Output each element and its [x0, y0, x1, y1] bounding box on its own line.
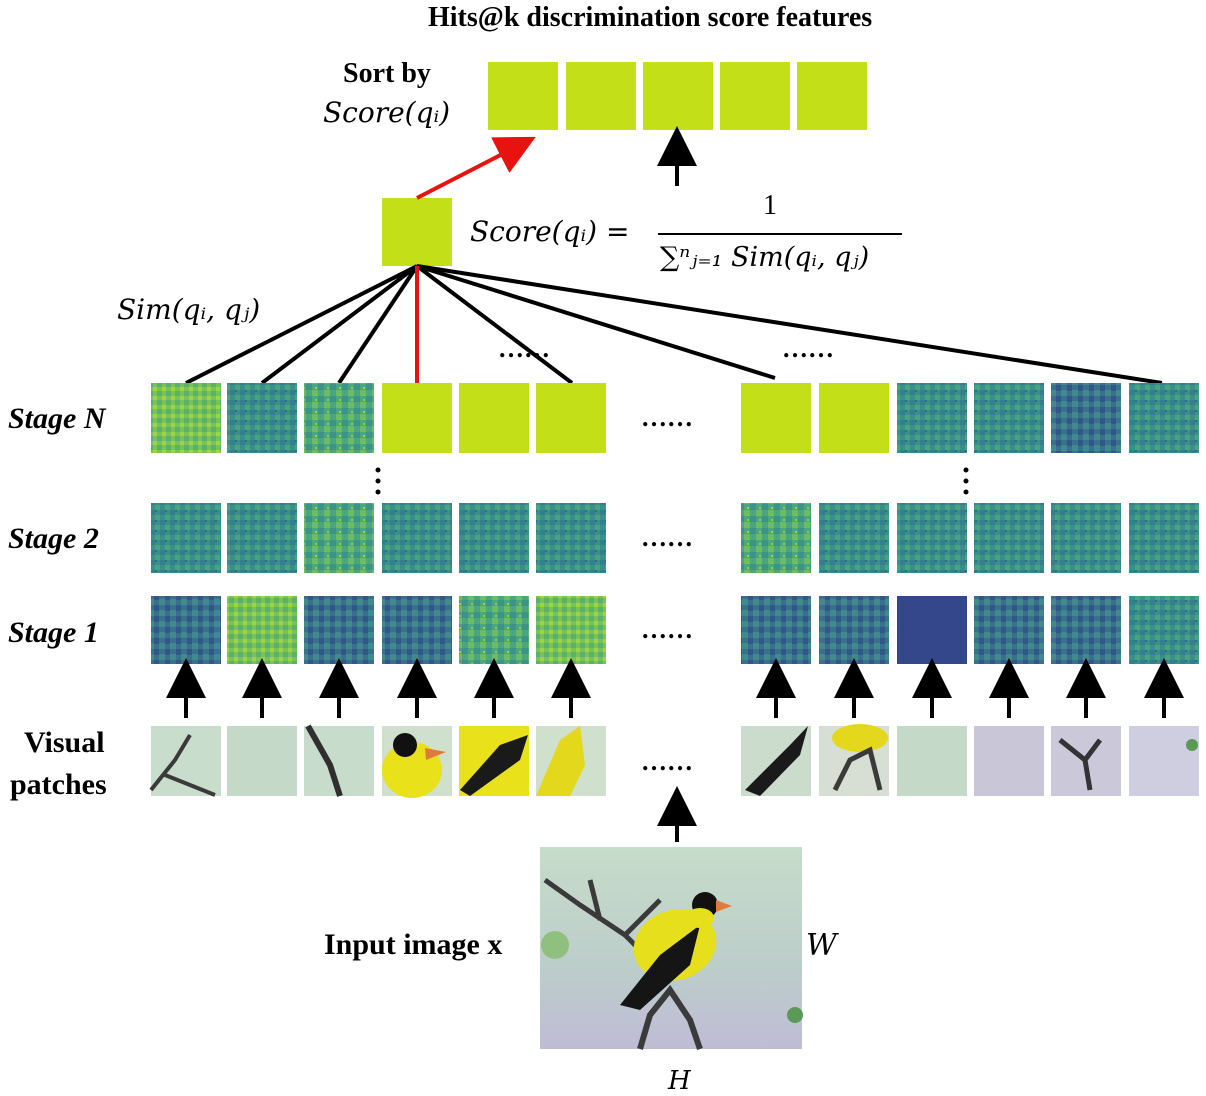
sort-by-label: Sort by: [343, 58, 431, 89]
input-image: [540, 847, 803, 1050]
vertical-dots: [375, 467, 969, 495]
ellipsis-patches: ……: [641, 747, 693, 776]
patch-to-stage-arrows: [166, 658, 1184, 718]
similarity-label: Sim(qᵢ, qⱼ): [117, 293, 261, 326]
stage-n-label: Stage N: [8, 402, 106, 435]
sorted-scores-row: [488, 62, 867, 130]
stage-2-row: [151, 503, 1199, 573]
patch-sky-3: [974, 726, 1044, 796]
sort-score-label: Score(qᵢ): [323, 96, 451, 129]
height-label: H: [668, 1066, 691, 1096]
ellipsis-top-1: ……: [498, 334, 550, 363]
patch-sky-2: [897, 726, 967, 796]
stage-1-row: [151, 596, 1199, 664]
score-formula-lhs: Score(qᵢ) =: [470, 215, 630, 248]
visual-label-line2: patches: [10, 768, 107, 801]
stage-n-row: [151, 383, 1199, 453]
sorted-patch-1: [488, 62, 558, 130]
sorted-patch-4: [720, 62, 790, 130]
ellipsis-stage-1: ……: [641, 615, 693, 644]
input-image-label: Input image x: [324, 928, 503, 961]
similarity-lines: [185, 264, 1163, 385]
patch-sky-1: [227, 726, 297, 796]
red-arrow-to-sort: [416, 136, 536, 200]
ellipsis-stage-n: ……: [641, 403, 693, 432]
stage-1-label: Stage 1: [8, 616, 99, 649]
patch-sky-4: [1129, 726, 1199, 796]
sorted-patch-3: [643, 62, 713, 130]
visual-label-line1: Visual: [24, 726, 105, 759]
ellipsis-stage-2: ……: [641, 523, 693, 552]
query-patch: [382, 198, 452, 266]
stage-2-label: Stage 2: [8, 522, 99, 555]
score-formula-bar: [658, 233, 902, 235]
score-formula-numerator: 1: [763, 190, 777, 221]
sorted-patch-2: [566, 62, 636, 130]
diagram-title: Hits@k discrimination score features: [428, 2, 873, 33]
width-label: W: [806, 928, 837, 963]
ellipsis-top-2: ……: [782, 334, 834, 363]
visual-patches-row: [149, 724, 1199, 798]
score-formula-denominator: ∑ⁿⱼ₌₁ Sim(qᵢ, qⱼ): [660, 242, 870, 273]
sorted-patch-5: [797, 62, 867, 130]
